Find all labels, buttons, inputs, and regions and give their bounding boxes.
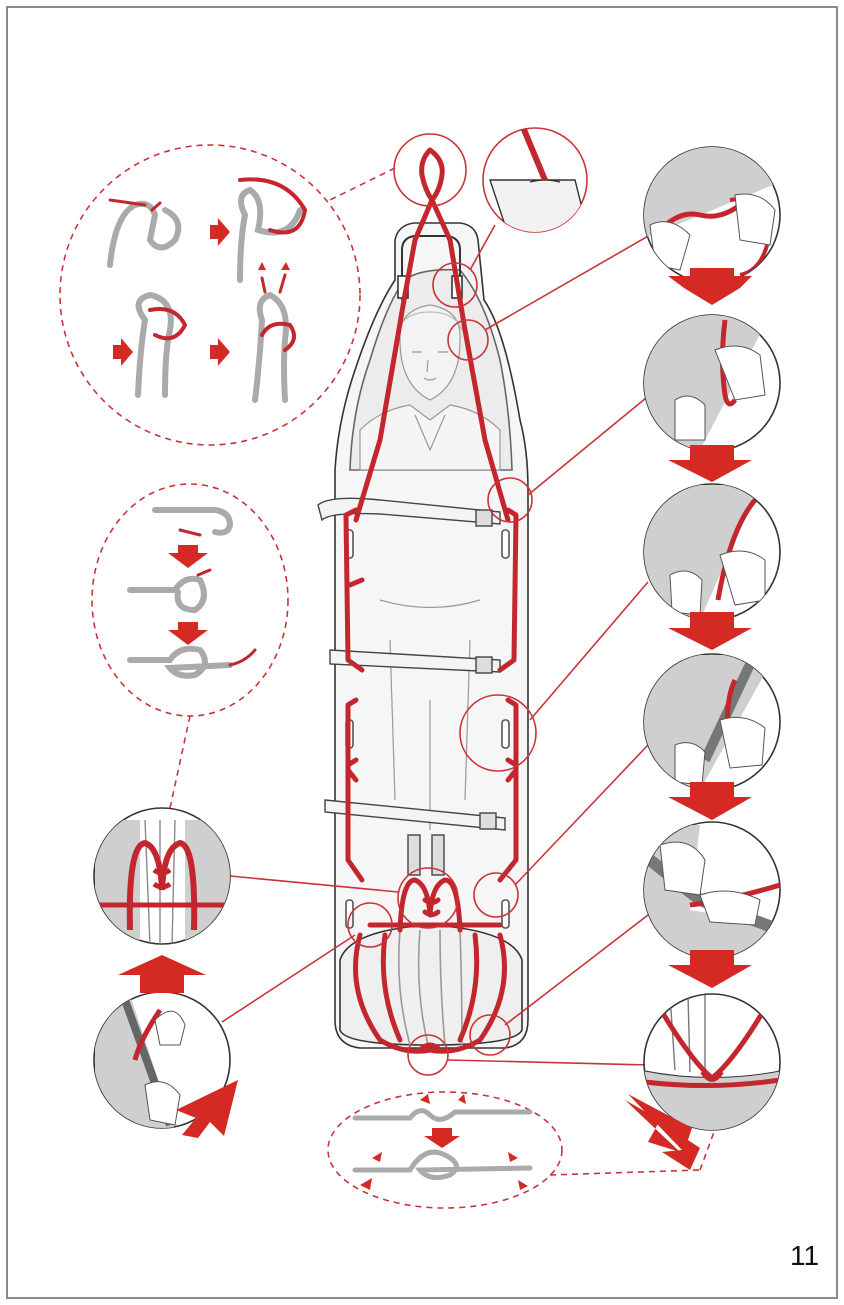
callout-circles <box>221 133 651 1076</box>
steps-left <box>93 807 238 1138</box>
detail-m-knot <box>93 807 231 945</box>
step-1 <box>643 146 781 284</box>
figure-eight-knot-icon <box>59 144 361 446</box>
step-4 <box>643 653 781 791</box>
rope-lacing <box>343 147 519 1054</box>
strap-knees <box>324 799 506 831</box>
detail-bar-rope <box>482 127 588 233</box>
step-5 <box>643 821 781 959</box>
side-slots <box>345 529 510 929</box>
straps <box>317 497 506 876</box>
bowline-knot-icon <box>91 483 289 717</box>
up-arrow-icon <box>118 955 206 993</box>
strap-chest <box>317 497 501 525</box>
page-frame <box>6 6 838 1299</box>
detail-side-thread <box>93 991 231 1129</box>
foot-pocket <box>339 924 523 1046</box>
step-2 <box>643 314 781 452</box>
down-arrow-icon <box>625 268 752 1170</box>
patient-figure <box>359 304 501 830</box>
steps-right <box>625 146 781 1170</box>
step-6 <box>643 993 781 1131</box>
step-3 <box>643 483 781 621</box>
reef-knot-icon <box>327 1091 715 1209</box>
page-number: 11 <box>790 1240 820 1271</box>
diagonal-arrow-icon <box>176 1080 238 1138</box>
connector-bowline <box>169 715 191 809</box>
lifting-bar <box>401 235 461 300</box>
